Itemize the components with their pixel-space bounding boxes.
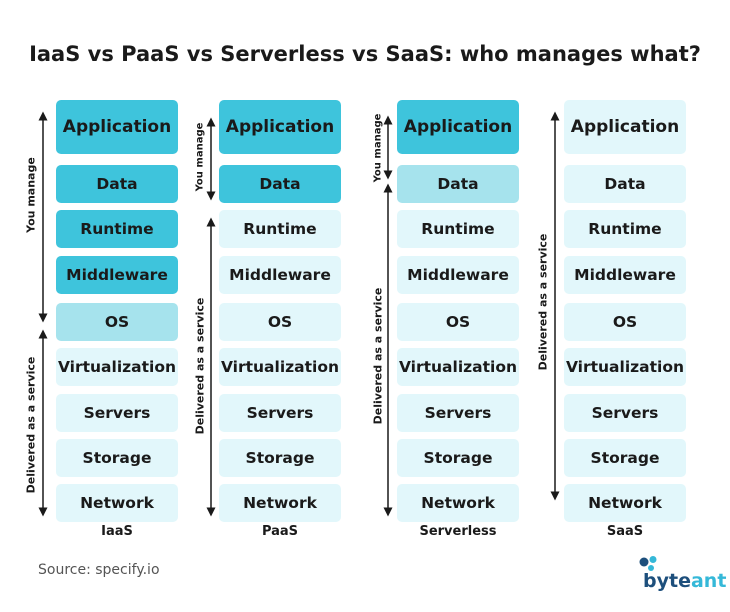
layer-network: Network — [56, 484, 178, 522]
layer-servers: Servers — [219, 394, 341, 432]
layer-data: Data — [564, 165, 686, 203]
layer-network: Network — [397, 484, 519, 522]
layer-storage: Storage — [219, 439, 341, 477]
layer-middleware: Middleware — [397, 256, 519, 294]
layer-middleware: Middleware — [219, 256, 341, 294]
logo-part-byte: byte — [643, 570, 691, 592]
service-label: Delivered as a service — [371, 287, 385, 425]
layer-data: Data — [397, 165, 519, 203]
layer-storage: Storage — [397, 439, 519, 477]
layer-os: OS — [564, 303, 686, 341]
layer-runtime: Runtime — [564, 210, 686, 248]
layer-application: Application — [56, 100, 178, 154]
layer-virtualization: Virtualization — [397, 348, 519, 386]
layer-middleware: Middleware — [56, 256, 178, 294]
service-label: Delivered as a service — [193, 297, 207, 435]
layer-os: OS — [219, 303, 341, 341]
layer-storage: Storage — [564, 439, 686, 477]
column-label: IaaS — [101, 524, 133, 539]
layer-servers: Servers — [397, 394, 519, 432]
logo-part-ant: ant — [690, 570, 727, 592]
layer-runtime: Runtime — [56, 210, 178, 248]
service-label: Delivered as a service — [536, 233, 550, 371]
layer-servers: Servers — [56, 394, 178, 432]
layer-network: Network — [219, 484, 341, 522]
page-title: IaaS vs PaaS vs Serverless vs SaaS: who … — [29, 42, 701, 66]
brand-logo-text: byteant — [643, 570, 726, 592]
you-manage-label: You manage — [24, 157, 38, 233]
layer-middleware: Middleware — [564, 256, 686, 294]
layer-application: Application — [564, 100, 686, 154]
you-manage-label: You manage — [194, 122, 206, 192]
column-label: SaaS — [606, 524, 644, 539]
layer-os: OS — [397, 303, 519, 341]
layer-os: OS — [56, 303, 178, 341]
layer-network: Network — [564, 484, 686, 522]
layer-data: Data — [219, 165, 341, 203]
layer-virtualization: Virtualization — [219, 348, 341, 386]
layer-runtime: Runtime — [397, 210, 519, 248]
layer-application: Application — [397, 100, 519, 154]
column-label: PaaS — [261, 524, 299, 539]
layer-virtualization: Virtualization — [56, 348, 178, 386]
source-caption: Source: specify.io — [38, 562, 160, 578]
you-manage-label: You manage — [372, 113, 384, 183]
layer-runtime: Runtime — [219, 210, 341, 248]
service-label: Delivered as a service — [24, 356, 38, 494]
layer-application: Application — [219, 100, 341, 154]
layer-virtualization: Virtualization — [564, 348, 686, 386]
column-label: Serverless — [419, 524, 497, 539]
byteant-logo-icon — [639, 556, 657, 571]
layer-servers: Servers — [564, 394, 686, 432]
layer-storage: Storage — [56, 439, 178, 477]
layer-data: Data — [56, 165, 178, 203]
